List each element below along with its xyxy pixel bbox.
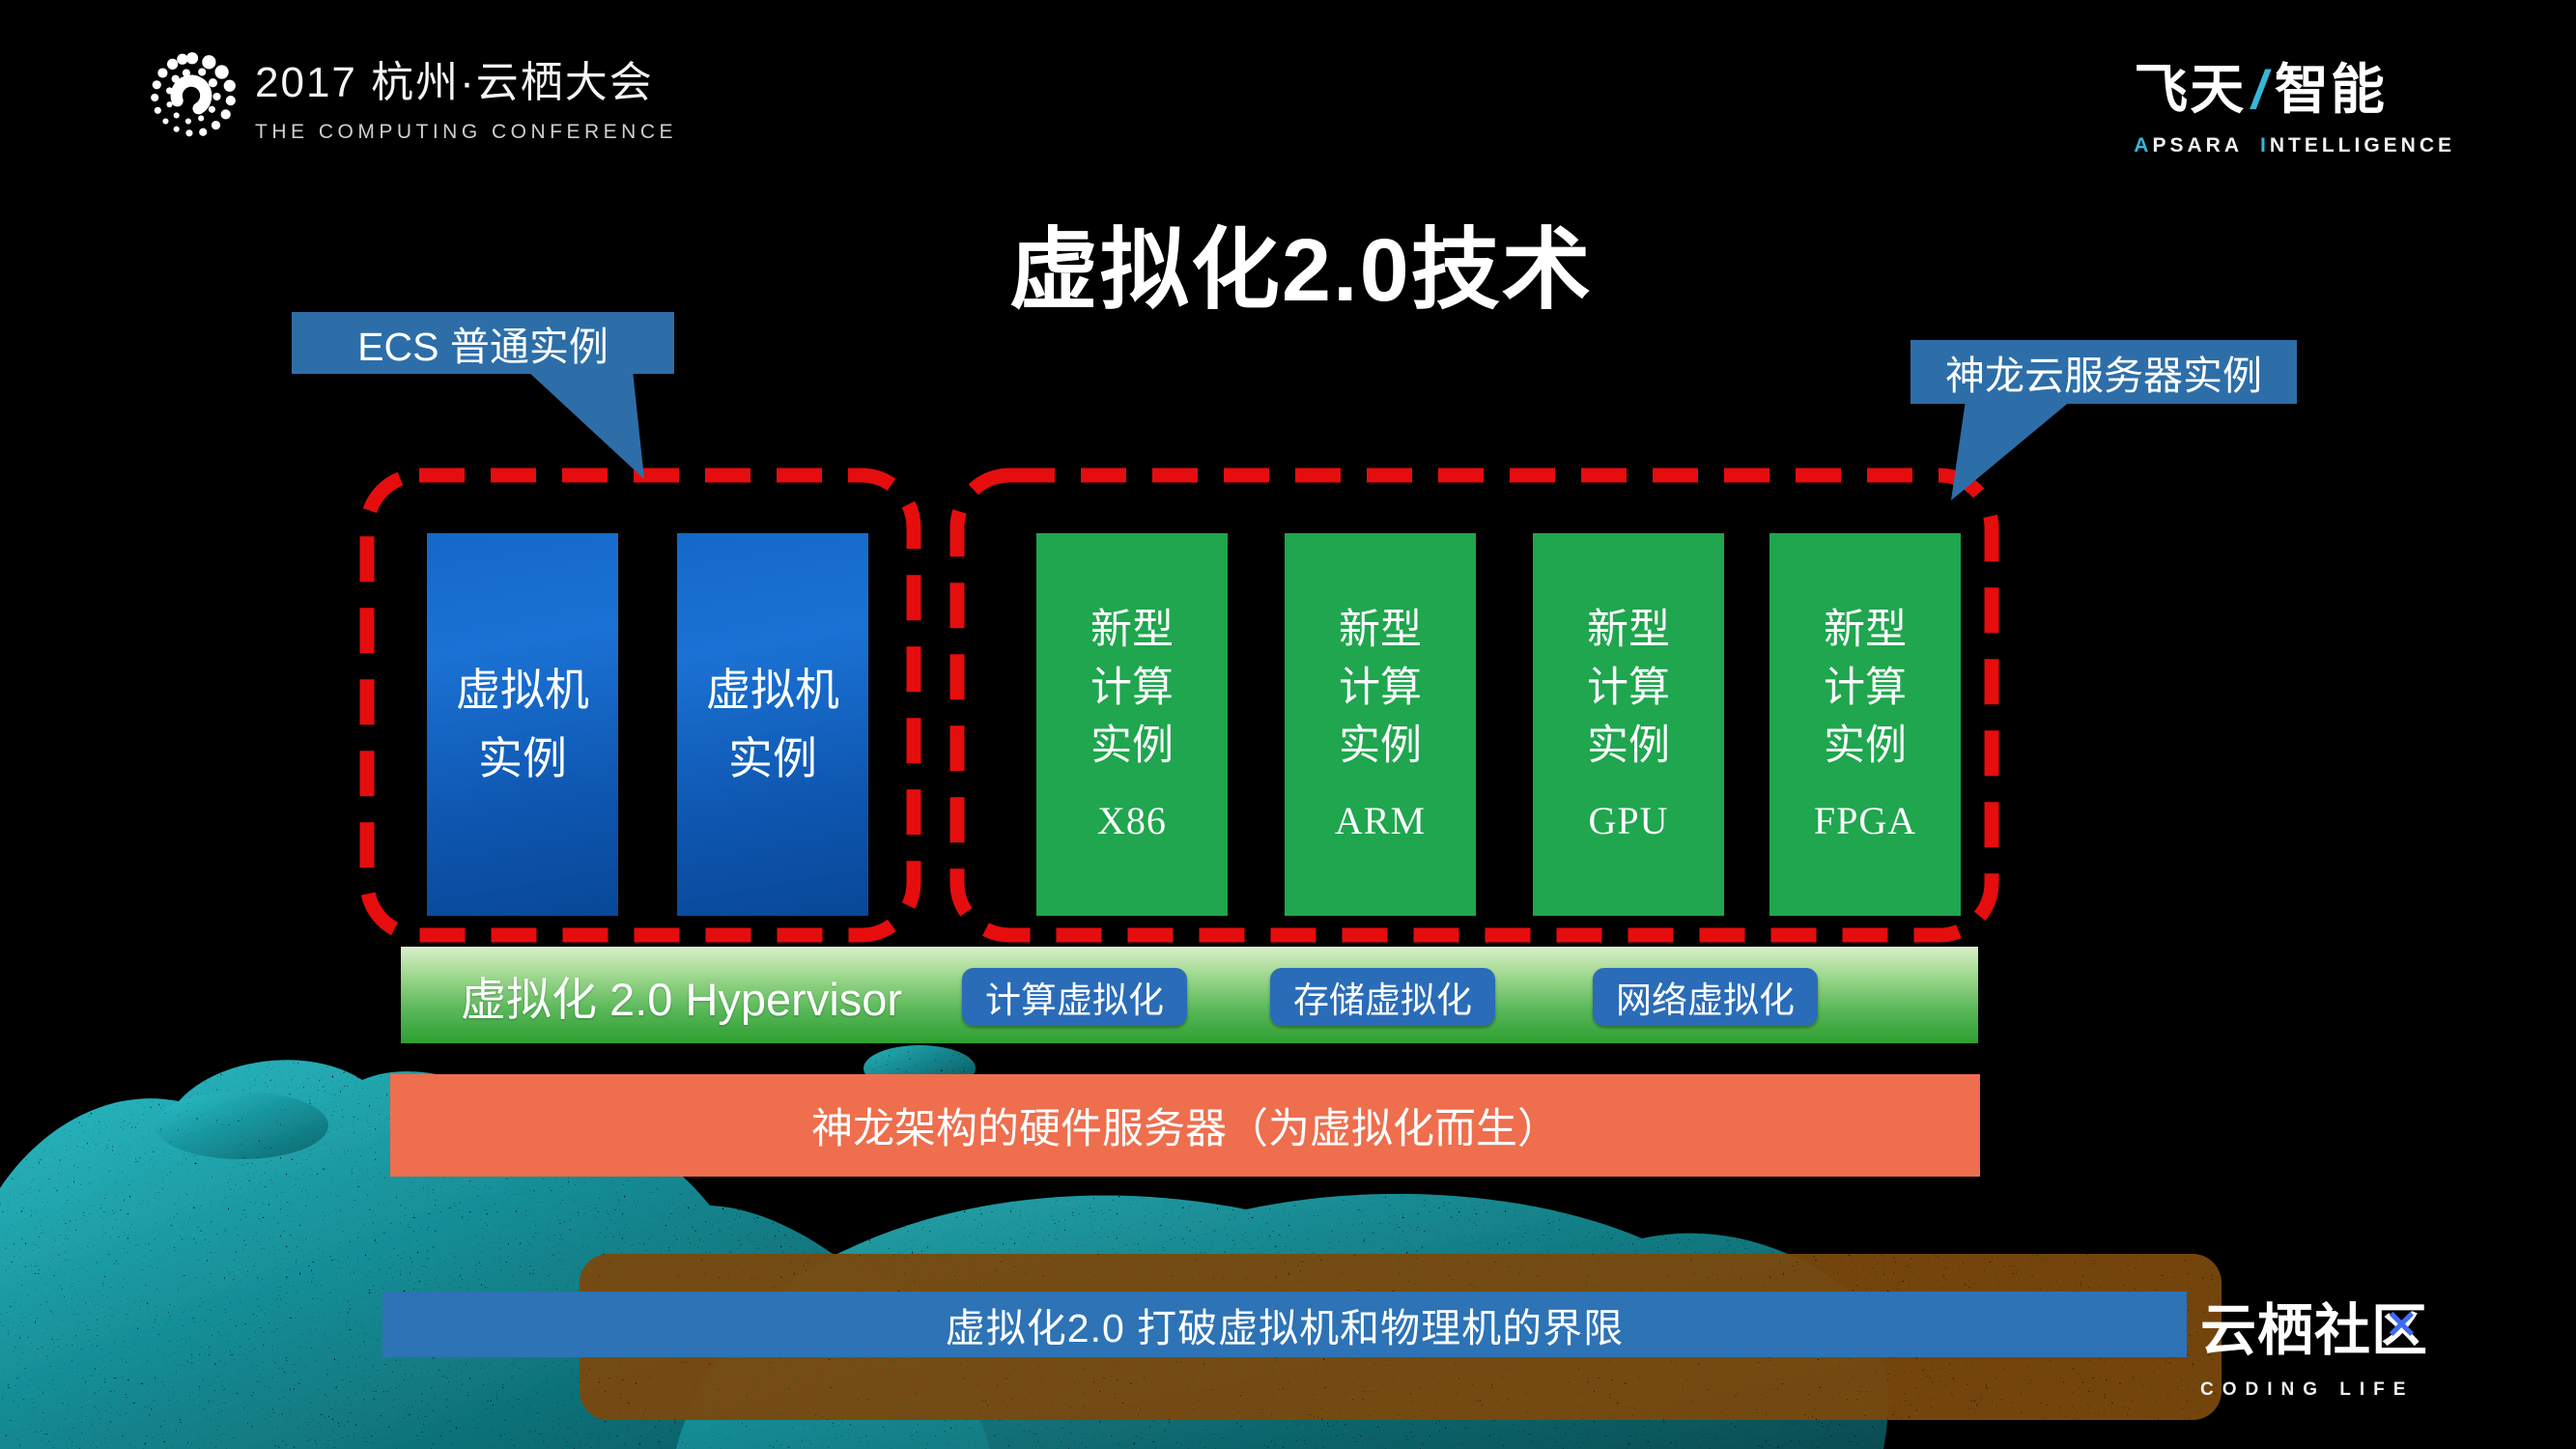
apsara-en-i: I	[2259, 134, 2270, 156]
yunqi-community-logo: 云栖社区✕ CODING LIFE	[2200, 1285, 2428, 1401]
hardware-server-label: 神龙架构的硬件服务器（为虚拟化而生）	[811, 1106, 1559, 1152]
badge-text: 网络虚拟化	[1616, 980, 1795, 1020]
apsara-cn-right: 智能	[2274, 59, 2387, 120]
apsara-slash-icon: /	[2251, 59, 2269, 120]
hypervisor-bar: 虚拟化 2.0 Hypervisor 计算虚拟化 存储虚拟化 网络虚拟化	[401, 947, 1978, 1043]
green-box-line: 计算	[1339, 664, 1422, 711]
apsara-logo-en: APSARA INTELLIGENCE	[2134, 134, 2455, 157]
green-box-tag: FPGA	[1813, 799, 1917, 843]
yunqi-community-subtitle: CODING LIFE	[2200, 1379, 2415, 1400]
green-box-line: 新型	[1587, 606, 1670, 653]
page-title: 虚拟化2.0技术	[1008, 221, 1593, 320]
green-box-line: 新型	[1824, 606, 1907, 653]
conference-logo: 2017 杭州·云栖大会 THE COMPUTING CONFERENCE	[143, 43, 761, 149]
vm-box-line: 实例	[728, 733, 817, 783]
hypervisor-label: 虚拟化 2.0 Hypervisor	[461, 973, 903, 1025]
community-tail-char: 区	[2371, 1299, 2429, 1362]
callout-shenlong-text: 神龙云服务器实例	[1945, 354, 2262, 398]
green-box-line: 实例	[1824, 723, 1907, 770]
green-box-line: 新型	[1090, 606, 1174, 653]
green-box-tag: X86	[1097, 799, 1167, 843]
apsara-logo-cn: 飞天/智能	[2134, 46, 2455, 125]
conference-logo-icon	[151, 52, 236, 137]
badge-compute-virtualization: 计算虚拟化	[962, 968, 1187, 1026]
community-name-head: 云栖社	[2200, 1299, 2372, 1362]
apsara-en-ntelligence: NTELLIGENCE	[2269, 134, 2455, 156]
badge-network-virtualization: 网络虚拟化	[1593, 968, 1818, 1026]
callout-ecs-text: ECS 普通实例	[357, 325, 609, 369]
apsara-logo: 飞天/智能 APSARA INTELLIGENCE	[2134, 46, 2455, 157]
conference-title: 2017 杭州·云栖大会	[255, 59, 654, 106]
new-compute-group-border	[949, 468, 1999, 943]
green-box-line: 计算	[1824, 664, 1907, 711]
bottom-message-text: 虚拟化2.0 打破虚拟机和物理机的界限	[945, 1306, 1625, 1350]
green-box-line: 实例	[1587, 723, 1670, 770]
apsara-en-psara: PSARA	[2152, 134, 2243, 156]
green-box-tag: ARM	[1334, 799, 1427, 843]
green-box-line: 新型	[1339, 606, 1422, 653]
conference-subtitle: THE COMPUTING CONFERENCE	[255, 121, 678, 143]
apsara-cn-left: 飞天	[2134, 59, 2247, 120]
green-box-line: 计算	[1090, 664, 1174, 711]
new-compute-box-arm: 新型 计算 实例 ARM	[1285, 533, 1476, 916]
callout-shenlong-pointer	[1951, 400, 2072, 500]
hardware-server-bar: 神龙架构的硬件服务器（为虚拟化而生）	[390, 1074, 1980, 1177]
community-x-icon: ✕	[2385, 1304, 2420, 1347]
badge-storage-virtualization: 存储虚拟化	[1270, 968, 1495, 1026]
community-name-tail: 区✕	[2371, 1285, 2428, 1366]
vm-instance-box-1: 虚拟机 实例	[427, 533, 618, 916]
new-compute-box-x86: 新型 计算 实例 X86	[1036, 533, 1228, 916]
apsara-en-a: A	[2134, 134, 2153, 156]
bottom-message-bar: 虚拟化2.0 打破虚拟机和物理机的界限	[382, 1292, 2187, 1357]
vm-box-line: 虚拟机	[456, 664, 589, 715]
new-compute-box-fpga: 新型 计算 实例 FPGA	[1769, 533, 1961, 916]
new-compute-box-gpu: 新型 计算 实例 GPU	[1533, 533, 1724, 916]
green-box-line: 实例	[1090, 723, 1174, 770]
vm-box-line: 实例	[478, 733, 567, 783]
green-box-line: 实例	[1339, 723, 1422, 770]
green-box-line: 计算	[1587, 664, 1670, 711]
vm-instance-box-2: 虚拟机 实例	[677, 533, 868, 916]
callout-shenlong-label: 神龙云服务器实例	[1911, 340, 2297, 404]
callout-ecs-label: ECS 普通实例	[292, 312, 674, 374]
vm-box-line: 虚拟机	[706, 664, 839, 715]
badge-text: 计算虚拟化	[985, 980, 1164, 1020]
callout-ecs-pointer	[526, 370, 644, 479]
badge-text: 存储虚拟化	[1293, 980, 1472, 1020]
green-box-tag: GPU	[1588, 799, 1669, 843]
yunqi-community-name: 云栖社区✕	[2200, 1285, 2428, 1366]
